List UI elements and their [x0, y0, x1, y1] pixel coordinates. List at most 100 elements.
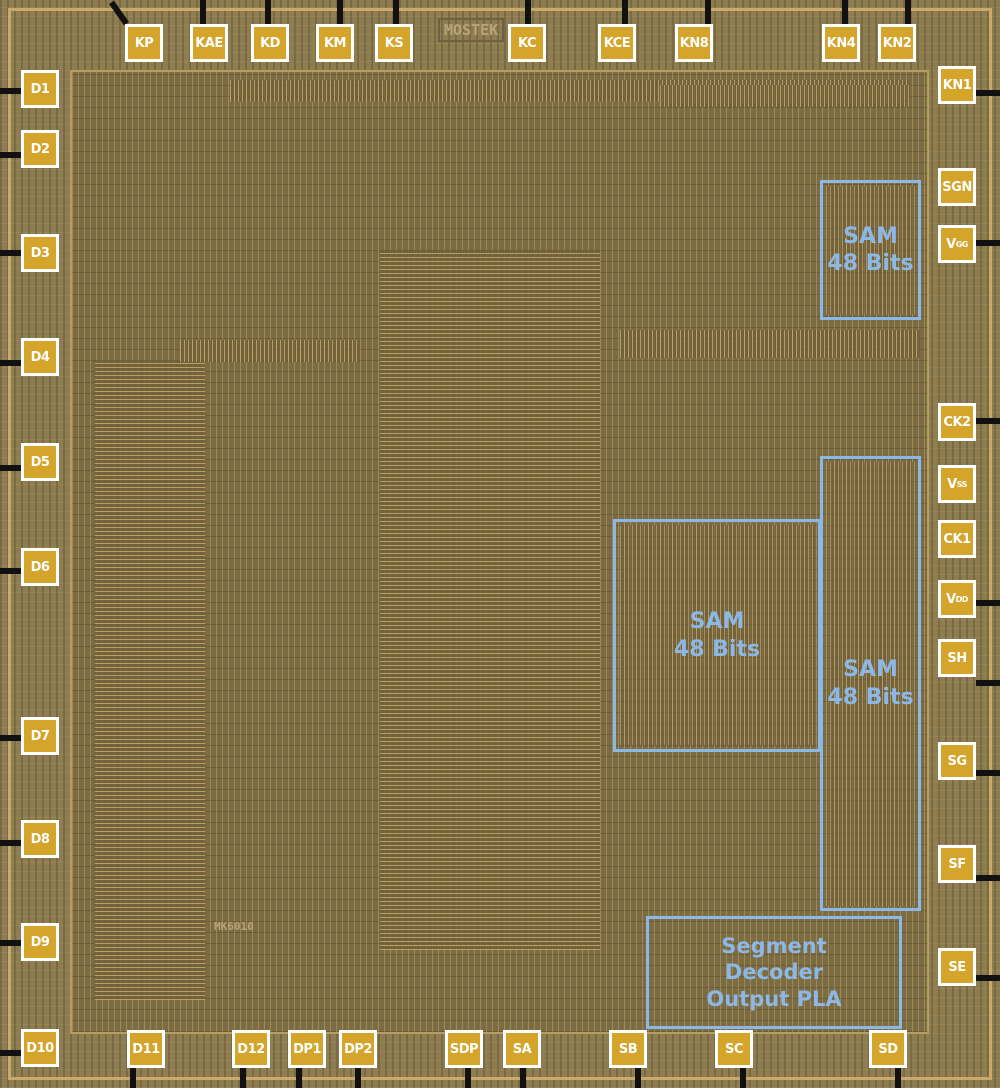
bond-wire	[0, 360, 22, 366]
metal-bus	[620, 330, 920, 358]
pad-sd: SD	[869, 1030, 907, 1068]
bond-wire	[0, 735, 22, 741]
bond-wire	[895, 1066, 901, 1088]
bond-wire	[355, 1066, 361, 1088]
sam-region-right: SAM 48 Bits	[820, 456, 921, 911]
bond-wire	[520, 1066, 526, 1088]
pad-sc: SC	[715, 1030, 753, 1068]
pad-se: SE	[938, 948, 976, 986]
region-label: SAM	[843, 223, 898, 249]
bond-wire	[465, 1066, 471, 1088]
pad-vdd-label: V	[946, 591, 956, 607]
bond-wire	[0, 840, 22, 846]
bond-wire	[240, 1066, 246, 1088]
bond-wire	[976, 418, 1000, 424]
pad-kn4: KN4	[822, 24, 860, 62]
region-sublabel: 48 Bits	[827, 251, 914, 276]
pad-dp1: DP1	[288, 1030, 326, 1068]
bond-wire	[905, 0, 911, 26]
bond-wire	[0, 88, 22, 94]
bond-wire	[622, 0, 628, 26]
mostek-logo: MOSTEK	[438, 18, 505, 42]
bond-wire	[0, 940, 22, 946]
bond-wire	[525, 0, 531, 26]
pad-ck1: CK1	[938, 520, 976, 558]
bond-wire	[296, 1066, 302, 1088]
metal-bus	[180, 340, 360, 362]
memory-array	[826, 186, 916, 314]
pad-ks: KS	[375, 24, 413, 62]
region-label: Output PLA	[706, 986, 842, 1011]
bond-wire	[200, 0, 206, 26]
pad-vgg-subscript: GG	[955, 239, 969, 249]
bond-wire	[842, 0, 848, 26]
sam-region-top: SAM 48 Bits	[820, 180, 921, 320]
sam-region-middle: SAM 48 Bits	[613, 519, 821, 752]
segment-decoder-pla-region: Segment Decoder Output PLA	[646, 916, 902, 1029]
bond-wire	[976, 875, 1000, 881]
pad-sg: SG	[938, 742, 976, 780]
pad-ck2: CK2	[938, 403, 976, 441]
region-label: SAM	[689, 609, 745, 634]
pad-vss-subscript: SS	[956, 479, 968, 489]
pad-d3: D3	[21, 234, 59, 272]
pad-sa: SA	[503, 1030, 541, 1068]
pad-d8: D8	[21, 820, 59, 858]
pad-sf: SF	[938, 845, 976, 883]
pad-d2: D2	[21, 130, 59, 168]
bond-wire	[976, 240, 1000, 246]
pad-d7: D7	[21, 717, 59, 755]
region-sublabel: 48 Bits	[673, 636, 761, 662]
pad-kd: KD	[251, 24, 289, 62]
pad-kae: KAE	[190, 24, 228, 62]
bond-wire	[0, 568, 22, 574]
pad-kn2: KN2	[878, 24, 916, 62]
pad-kce: KCE	[598, 24, 636, 62]
bond-wire	[393, 0, 399, 26]
pad-kn1: KN1	[938, 66, 976, 104]
pad-vss-label: V	[947, 476, 957, 492]
pad-d9: D9	[21, 923, 59, 961]
bond-wire	[635, 1066, 641, 1088]
pad-sh: SH	[938, 639, 976, 677]
pad-d6: D6	[21, 548, 59, 586]
memory-array	[826, 462, 916, 906]
bond-wire	[0, 1050, 22, 1056]
pad-kn8: KN8	[675, 24, 713, 62]
pad-sb: SB	[609, 1030, 647, 1068]
pad-d11: D11	[127, 1030, 165, 1068]
bond-wire	[130, 1066, 136, 1088]
pad-vdd-subscript: DD	[955, 594, 969, 604]
pad-vgg-label: V	[946, 236, 956, 252]
bond-wire	[976, 680, 1000, 686]
pad-d10: D10	[21, 1029, 59, 1067]
pad-sgn: SGN	[938, 168, 976, 206]
pad-d5: D5	[21, 443, 59, 481]
bond-wire	[265, 0, 271, 26]
bond-wire	[976, 975, 1000, 981]
bond-wire	[0, 152, 22, 158]
bond-wire	[705, 0, 711, 26]
bond-wire	[976, 600, 1000, 606]
die-seal-ring	[8, 8, 992, 1080]
metal-bus	[660, 85, 910, 107]
metal-bus	[95, 360, 205, 1000]
bond-wire	[976, 770, 1000, 776]
pad-d1: D1	[21, 70, 59, 108]
memory-array	[620, 525, 815, 745]
metal-bus	[380, 250, 600, 950]
bond-wire	[976, 90, 1000, 96]
part-number-marking: MK6010	[214, 920, 254, 933]
pad-km: KM	[316, 24, 354, 62]
bond-wire	[0, 250, 22, 256]
region-sublabel: 48 Bits	[827, 684, 914, 710]
pad-d4: D4	[21, 338, 59, 376]
region-label: Segment	[721, 934, 827, 959]
pad-kc: KC	[508, 24, 546, 62]
bond-wire	[0, 465, 22, 471]
region-label: Decoder	[724, 960, 824, 985]
bond-wire	[337, 0, 343, 26]
